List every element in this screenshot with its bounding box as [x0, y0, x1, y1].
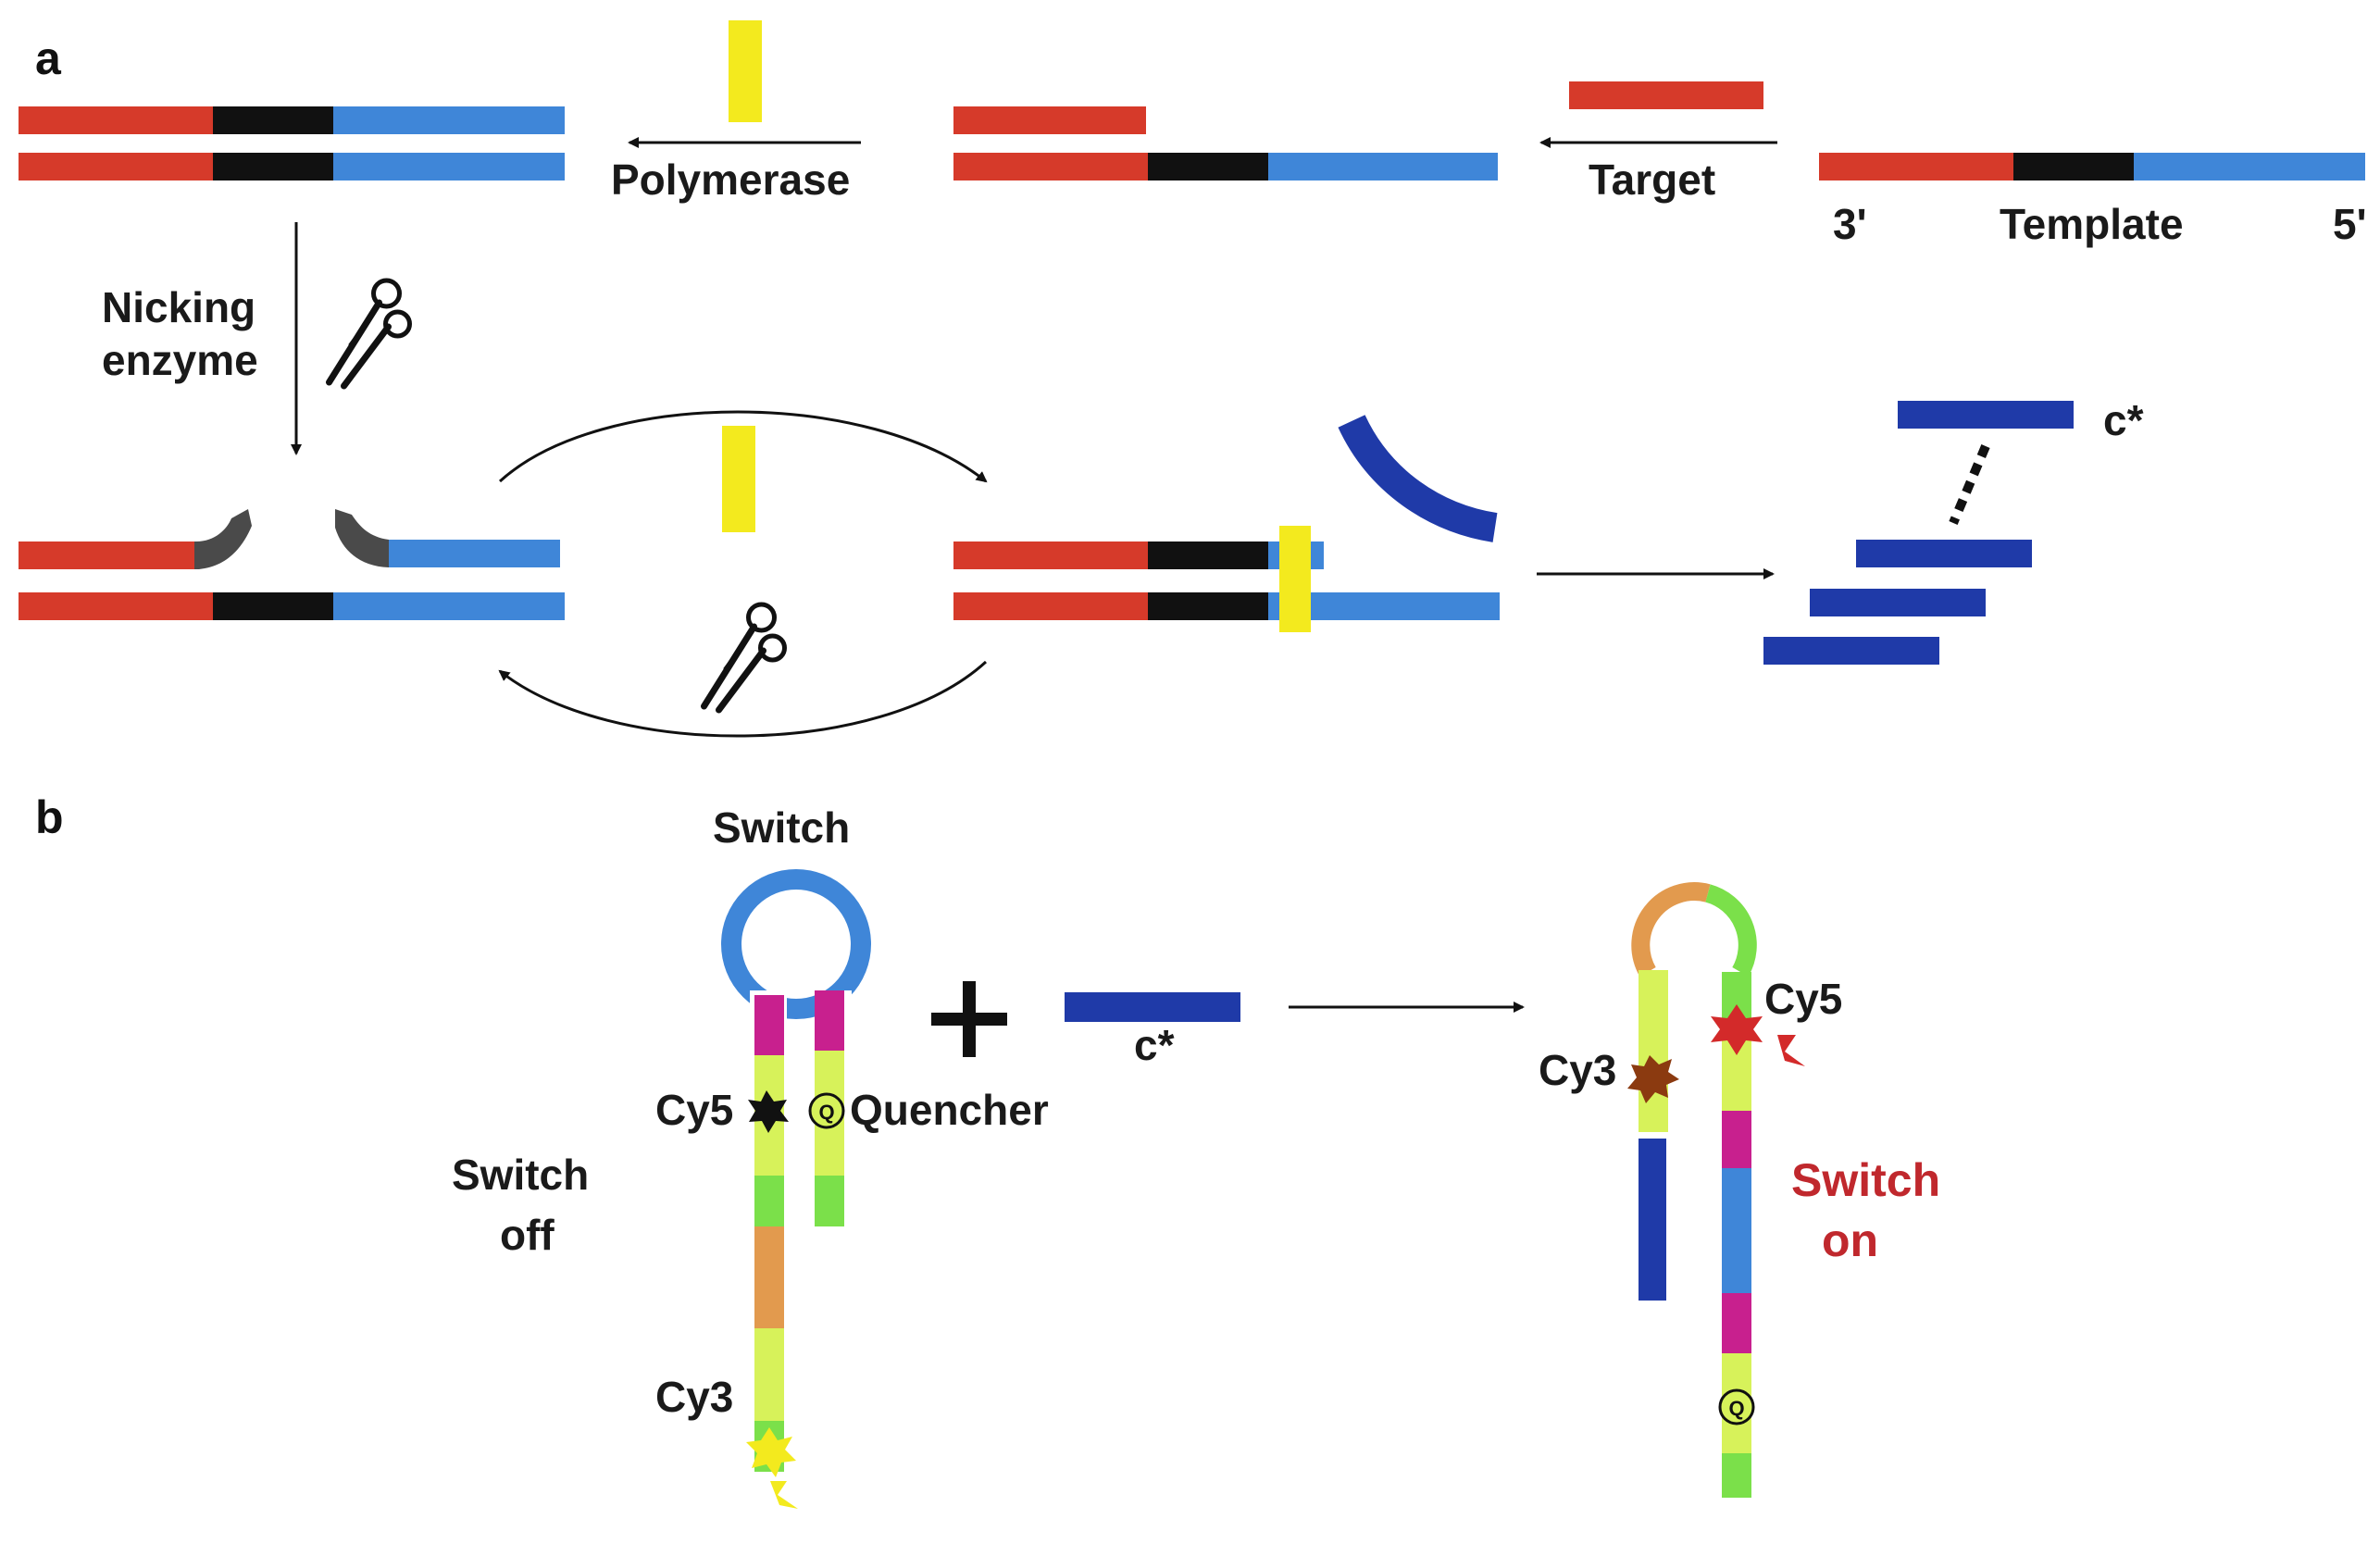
nicking-label-line2: enzyme [102, 336, 258, 384]
c-star-strand [1065, 992, 1240, 1022]
quencher-icon [808, 1092, 845, 1129]
polymerase-label: Polymerase [611, 156, 850, 204]
target-strand [1569, 81, 1763, 109]
cy3-emission-icon [770, 1481, 798, 1509]
template-label: Template [2000, 200, 2184, 248]
duplex-top-left [19, 106, 565, 180]
template-5prime-label: 5' [2333, 200, 2367, 248]
cy3-label: Cy3 [655, 1373, 733, 1421]
cy3-star-icon [746, 1427, 796, 1477]
displaced-strand-curve [1338, 414, 1498, 542]
cy5-emission-icon [1777, 1035, 1805, 1066]
template-strand [1819, 153, 2365, 180]
switch-off-hairpin [721, 869, 871, 1472]
scissors-icon [330, 280, 410, 386]
switch-on-label-line1: Switch [1791, 1154, 1940, 1206]
cy5-label: Cy5 [655, 1086, 733, 1134]
cy5-on-label: Cy5 [1764, 975, 1842, 1023]
duplex-top-middle [953, 106, 1498, 180]
switch-off-label-line1: Switch [452, 1151, 589, 1199]
quencher-on-icon [1718, 1388, 1755, 1425]
nicking-label-line1: Nicking [102, 283, 255, 331]
cy5-on-star-icon [1711, 1004, 1763, 1055]
target-label: Target [1589, 156, 1715, 204]
duplex-nicked [19, 509, 565, 620]
quencher-label: Quencher [850, 1086, 1049, 1134]
switch-on-structure [1631, 882, 1757, 1498]
switch-on-label-line2: on [1822, 1214, 1878, 1266]
c-star-label-a: c* [2103, 396, 2144, 444]
switch-off-label-line2: off [500, 1211, 555, 1259]
switch-label: Switch [713, 803, 850, 852]
cy5-star-icon [748, 1090, 789, 1133]
template-3prime-label: 3' [1833, 200, 1867, 248]
cycle-arrow-bottom [498, 660, 988, 738]
polymerase-cycle-icon [722, 426, 755, 532]
duplex-polymerase-bound [953, 526, 1500, 632]
quencher-on-q-mark: Q [1728, 1397, 1744, 1420]
panel-label-a: a [35, 32, 62, 84]
quencher-q-mark: Q [818, 1101, 834, 1124]
panel-label-b: b [35, 791, 64, 843]
cy3-on-star-icon [1627, 1055, 1679, 1103]
c-star-label-b: c* [1134, 1021, 1175, 1069]
cy3-on-label: Cy3 [1539, 1046, 1616, 1094]
scissors-cycle-icon [704, 604, 785, 710]
cycle-arrow-top [498, 410, 988, 483]
polymerase-icon [729, 20, 762, 122]
product-strands [1763, 401, 2074, 665]
